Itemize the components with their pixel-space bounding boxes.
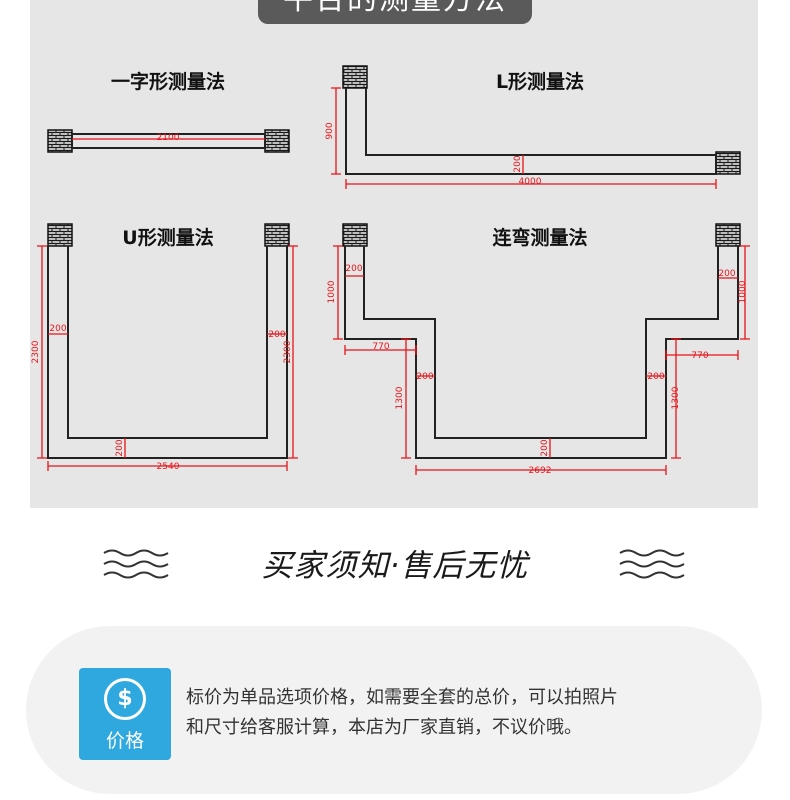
dimension-line bbox=[333, 245, 343, 340]
price-badge-label: 价格 bbox=[105, 730, 144, 752]
price-badge: $ 价格 bbox=[79, 668, 171, 760]
notice-line: 和尺寸给客服计算，本店为厂家直销，不议价哦。 bbox=[186, 717, 582, 738]
dimension-line bbox=[288, 245, 298, 459]
u-left-depth-label: 200 bbox=[49, 324, 66, 334]
wave-ornament-left-icon bbox=[103, 549, 169, 579]
bend-left-top-height-label: 1000 bbox=[327, 280, 337, 303]
wall-brick-icon bbox=[47, 223, 73, 247]
wave-ornament-right-icon bbox=[619, 549, 685, 579]
dimension-line bbox=[401, 338, 411, 459]
dimension-line bbox=[37, 245, 47, 459]
bend-left-step-label: 770 bbox=[372, 342, 389, 352]
multi-bend-diagram: 200 1000 770 200 1300 200 2692 200 1000 … bbox=[327, 223, 750, 476]
bend-left-mid-depth-label: 200 bbox=[416, 372, 433, 382]
dimension-line bbox=[331, 87, 341, 175]
u-method-title: U形测量法 bbox=[122, 226, 213, 249]
bend-right-top-depth-label: 200 bbox=[718, 269, 735, 279]
straight-method-title: 一字形测量法 bbox=[111, 70, 225, 93]
wall-brick-icon bbox=[264, 129, 290, 153]
bend-right-top-height-label: 1000 bbox=[738, 280, 748, 303]
l-diagram: 900 4000 200 bbox=[325, 65, 741, 189]
dollar-coin-icon: $ bbox=[104, 678, 146, 720]
measurement-panel bbox=[30, 0, 758, 508]
measurement-diagrams: 一字形测量法 L形测量法 U形测量法 连弯测量法 2100 900 4000 2… bbox=[31, 65, 750, 476]
dimension-line bbox=[344, 345, 417, 355]
u-right-depth-label: 200 bbox=[268, 330, 285, 340]
dimension-line bbox=[415, 465, 667, 475]
wall-brick-icon bbox=[264, 223, 290, 247]
l-depth-label: 200 bbox=[513, 155, 523, 172]
u-right-height-label: 2300 bbox=[283, 340, 293, 363]
countertop-outline bbox=[71, 133, 266, 149]
u-left-height-label: 2300 bbox=[31, 340, 41, 363]
bend-bottom-depth-label: 200 bbox=[540, 439, 550, 456]
straight-diagram: 2100 bbox=[47, 129, 290, 153]
u-diagram: 2300 2300 200 200 200 2540 bbox=[31, 223, 298, 472]
multi-bend-method-title: 连弯测量法 bbox=[492, 226, 587, 249]
wall-brick-icon bbox=[342, 223, 368, 247]
dimension-line bbox=[48, 333, 287, 458]
countertop-outline bbox=[47, 246, 288, 459]
l-method-title: L形测量法 bbox=[496, 70, 584, 93]
dimension-line bbox=[345, 179, 717, 189]
dimension-line bbox=[47, 461, 288, 471]
dimension-line bbox=[671, 338, 681, 459]
u-bottom-depth-label: 200 bbox=[115, 439, 125, 456]
countertop-outline bbox=[345, 88, 717, 175]
bend-right-step-label: 770 bbox=[691, 351, 708, 361]
section-heading: 买家须知·售后无忧 bbox=[261, 548, 529, 584]
l-height-label: 900 bbox=[325, 122, 335, 139]
wall-brick-icon bbox=[715, 151, 741, 175]
wall-brick-icon bbox=[47, 129, 73, 153]
straight-width-label: 2100 bbox=[157, 133, 180, 143]
bend-right-low-height-label: 1300 bbox=[671, 386, 681, 409]
dimension-line bbox=[665, 350, 739, 360]
bend-left-top-depth-label: 200 bbox=[345, 264, 362, 274]
price-notice-text: 标价为单品选项价格，如需要全套的总价，可以拍照片 和尺寸给客服计算，本店为厂家直… bbox=[186, 683, 746, 743]
bend-left-low-height-label: 1300 bbox=[395, 386, 405, 409]
notice-line: 标价为单品选项价格，如需要全套的总价，可以拍照片 bbox=[186, 687, 618, 708]
wall-brick-icon bbox=[715, 223, 741, 247]
page-title-banner: 平台的测量方法 bbox=[258, 0, 532, 24]
dimension-line bbox=[740, 245, 750, 340]
l-width-label: 4000 bbox=[519, 177, 542, 187]
countertop-outline bbox=[344, 246, 739, 459]
u-width-label: 2540 bbox=[157, 462, 180, 472]
bend-right-mid-depth-label: 200 bbox=[647, 372, 664, 382]
bend-width-label: 2692 bbox=[529, 466, 552, 476]
wall-brick-icon bbox=[342, 65, 368, 89]
